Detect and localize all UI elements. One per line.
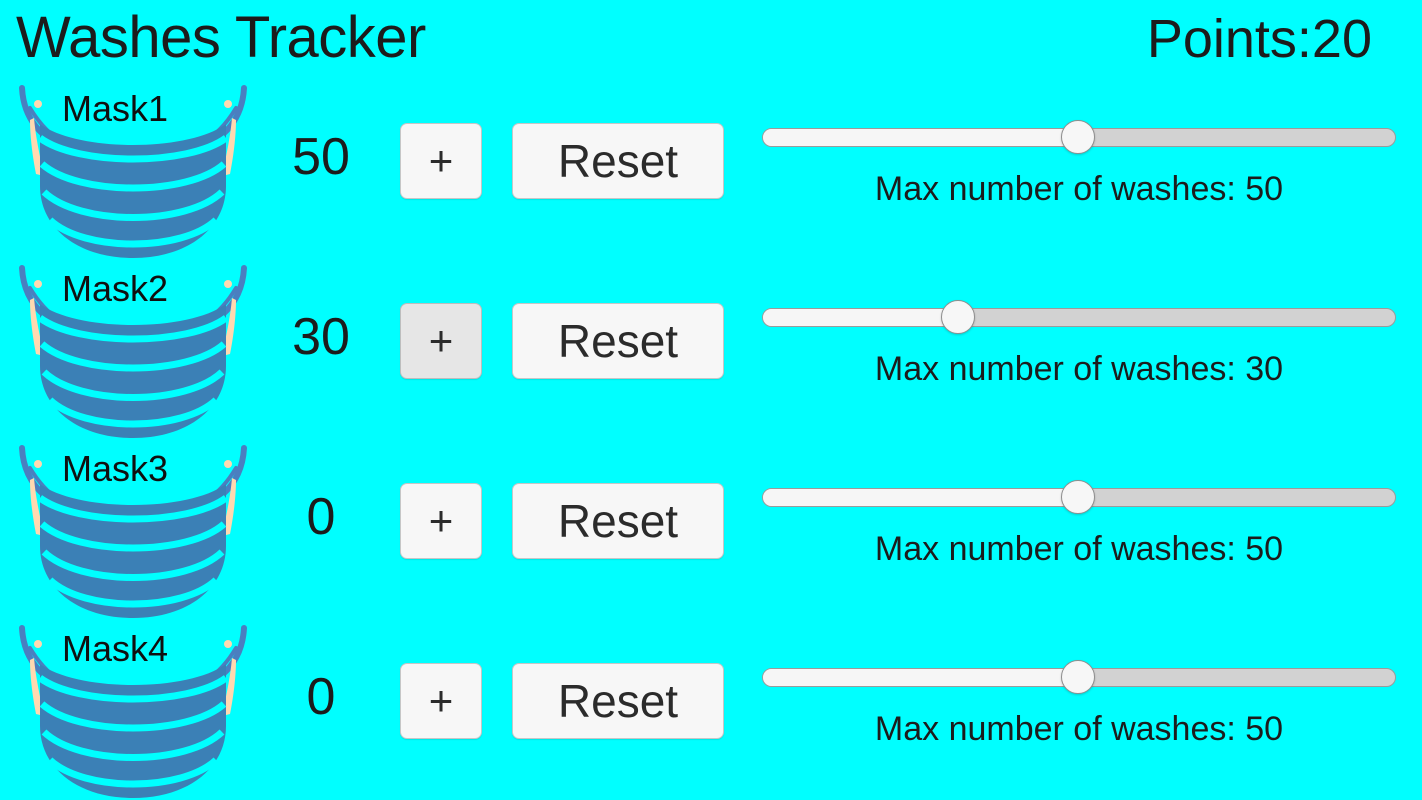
reset-button[interactable]: Reset bbox=[512, 303, 724, 379]
increment-button[interactable]: + bbox=[400, 663, 482, 739]
max-washes-slider[interactable] bbox=[762, 298, 1396, 338]
max-washes-caption: Max number of washes: 50 bbox=[874, 170, 1284, 208]
increment-button[interactable]: + bbox=[400, 123, 482, 199]
slider-thumb[interactable] bbox=[940, 300, 975, 334]
mask-row: Mask1 50 + Reset Max number of washes: 5… bbox=[0, 82, 1422, 262]
slider-thumb[interactable] bbox=[1060, 660, 1095, 694]
page-title: Washes Tracker bbox=[16, 5, 426, 70]
face-mask-icon bbox=[8, 622, 258, 800]
app-header: Washes Tracker Points:20 bbox=[0, 0, 1422, 78]
increment-button[interactable]: + bbox=[400, 483, 482, 559]
mask-label: Mask4 bbox=[62, 628, 169, 669]
slider-thumb[interactable] bbox=[1060, 480, 1095, 514]
max-washes-slider[interactable] bbox=[762, 658, 1396, 698]
increment-button[interactable]: + bbox=[400, 303, 482, 379]
slider-track[interactable] bbox=[762, 308, 1396, 327]
mask-label: Mask3 bbox=[62, 448, 169, 489]
wash-count: 0 bbox=[306, 668, 336, 726]
wash-count: 30 bbox=[292, 308, 350, 366]
mask-row: Mask4 0 + Reset Max number of washes: 50 bbox=[0, 622, 1422, 800]
max-washes-slider[interactable] bbox=[762, 118, 1396, 158]
wash-count: 0 bbox=[306, 488, 336, 546]
slider-fill bbox=[763, 309, 959, 326]
mask-row: Mask2 30 + Reset Max number of washes: 3… bbox=[0, 262, 1422, 442]
max-washes-caption: Max number of washes: 50 bbox=[874, 710, 1284, 748]
face-mask-icon bbox=[8, 442, 258, 622]
mask-label: Mask1 bbox=[62, 88, 169, 129]
slider-fill bbox=[763, 669, 1078, 686]
slider-fill bbox=[763, 489, 1078, 506]
reset-button[interactable]: Reset bbox=[512, 123, 724, 199]
slider-thumb[interactable] bbox=[1060, 120, 1095, 154]
mask-label: Mask2 bbox=[62, 268, 169, 309]
points-counter: Points:20 bbox=[1146, 9, 1372, 69]
face-mask-icon bbox=[8, 82, 258, 262]
face-mask-icon bbox=[8, 262, 258, 442]
reset-button[interactable]: Reset bbox=[512, 663, 724, 739]
max-washes-caption: Max number of washes: 50 bbox=[874, 530, 1284, 568]
max-washes-caption: Max number of washes: 30 bbox=[874, 350, 1284, 388]
reset-button[interactable]: Reset bbox=[512, 483, 724, 559]
wash-count: 50 bbox=[292, 128, 350, 186]
slider-fill bbox=[763, 129, 1078, 146]
mask-row: Mask3 0 + Reset Max number of washes: 50 bbox=[0, 442, 1422, 622]
max-washes-slider[interactable] bbox=[762, 478, 1396, 518]
